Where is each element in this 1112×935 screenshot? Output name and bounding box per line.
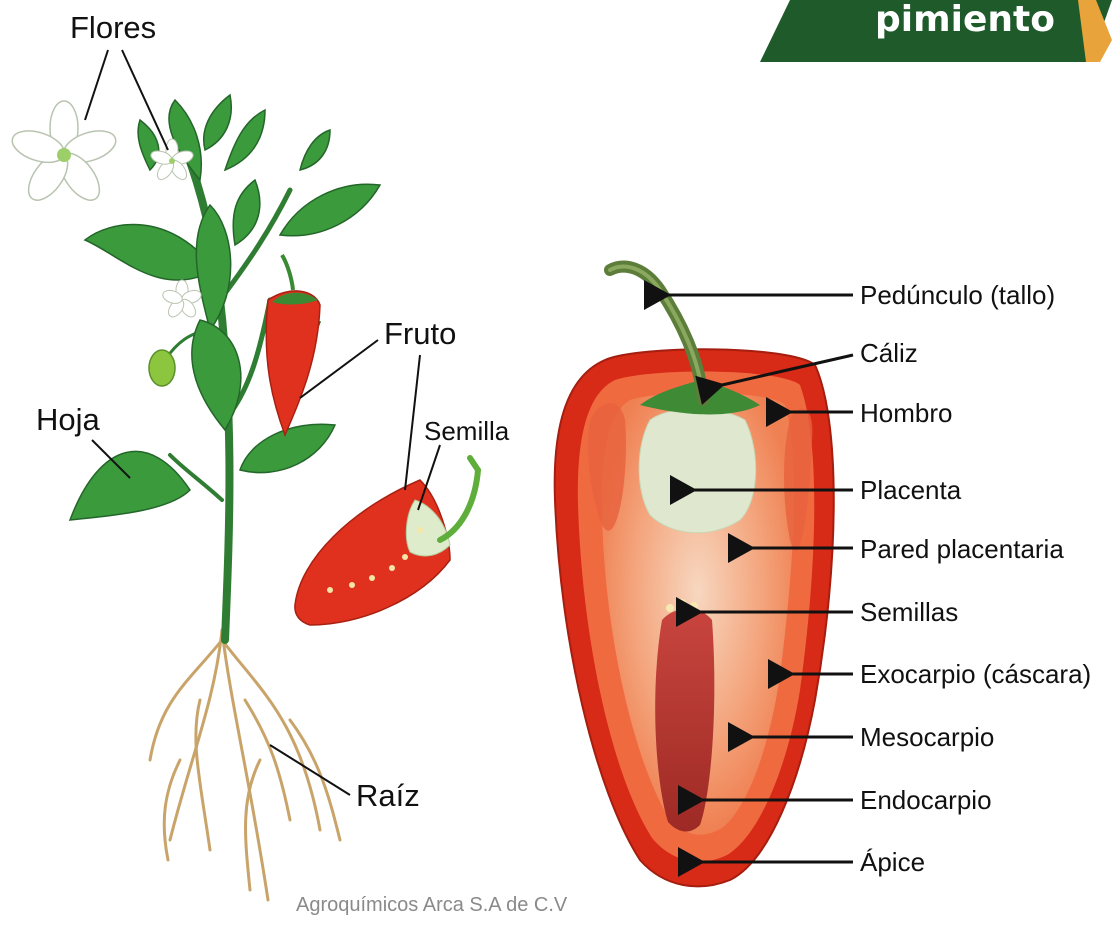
leaf <box>196 205 230 330</box>
label-raiz: Raíz <box>356 780 420 811</box>
leaf <box>138 120 159 170</box>
label-caliz: Cáliz <box>860 340 918 366</box>
label-fruto: Fruto <box>384 318 456 349</box>
label-apice: Ápice <box>860 849 925 875</box>
leaf <box>233 180 260 245</box>
label-hoja: Hoja <box>36 404 100 435</box>
leaf <box>192 320 241 430</box>
big-flower <box>8 101 119 207</box>
label-flores: Flores <box>70 12 156 43</box>
label-mesocarpio: Mesocarpio <box>860 724 994 750</box>
placenta <box>639 409 756 533</box>
banner-title: pimiento <box>875 2 1055 38</box>
leaf <box>280 184 380 236</box>
label-endocarpio: Endocarpio <box>860 787 992 813</box>
label-pared-placentaria: Pared placentaria <box>860 536 1064 562</box>
label-exocarpio: Exocarpio (cáscara) <box>860 661 1091 687</box>
leaf <box>225 110 265 170</box>
roots <box>150 630 340 900</box>
pepper-cross-section <box>555 267 834 887</box>
leaf <box>85 225 215 281</box>
plant-leader-lines <box>85 50 440 795</box>
label-hombro: Hombro <box>860 400 952 426</box>
leaf <box>300 130 330 170</box>
plant-leaves <box>70 95 380 520</box>
flower-bud <box>149 350 175 386</box>
seed-cavity <box>655 609 714 832</box>
leaf <box>70 451 190 520</box>
cut-pepper <box>295 458 478 625</box>
label-semillas: Semillas <box>860 599 958 625</box>
plant-fruit <box>266 255 320 435</box>
small-flower <box>161 280 203 320</box>
label-pedunculo: Pedúnculo (tallo) <box>860 282 1055 308</box>
label-semilla: Semilla <box>424 418 509 444</box>
watermark: Agroquímicos Arca S.A de C.V <box>296 895 567 915</box>
label-placenta: Placenta <box>860 477 961 503</box>
leaf <box>204 95 232 150</box>
leaf <box>240 424 335 472</box>
